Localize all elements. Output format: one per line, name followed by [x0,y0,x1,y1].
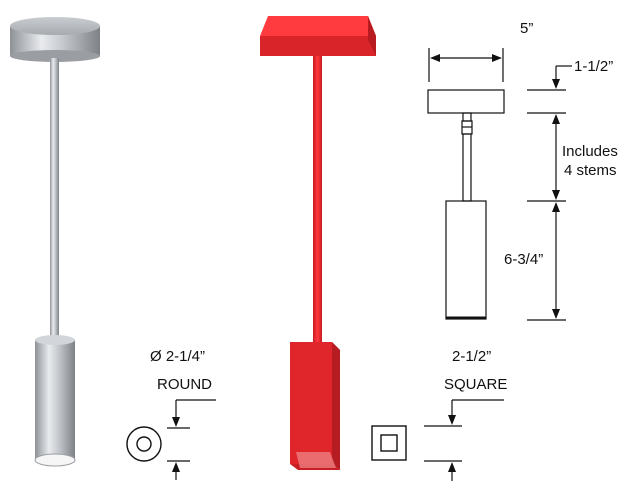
square-shape-label: SQUARE [444,376,507,393]
canopy-height-label: 1-1/2” [574,58,613,75]
shade-height-label: 6-3/4” [504,251,543,268]
round-shape-label: ROUND [157,376,212,393]
square-outer [371,425,407,461]
silver-canopy [10,17,100,62]
line-drawing-elevation [427,48,572,321]
red-canopy [260,16,376,56]
stem-note-line2: 4 stems [564,162,617,179]
square-inner [380,434,398,452]
silver-shade [34,335,76,467]
round-inner-circle [136,436,152,452]
round-size-label: Ø 2-1/4” [150,348,205,365]
round-outer-circle [126,426,162,462]
round-plan-view [126,399,216,480]
canopy-outline [427,89,505,114]
square-size-label: 2-1/2” [452,348,491,365]
red-square-pendant [260,16,376,470]
red-shade [290,342,340,470]
square-plan-view [371,399,504,481]
red-stem [313,56,322,348]
canopy-width-label: 5” [520,20,533,37]
stem-outline [462,133,472,202]
stem-note-line1: Includes [562,143,618,160]
silver-stem [50,58,59,340]
silver-round-pendant [10,17,100,467]
shade-outline [445,200,487,320]
